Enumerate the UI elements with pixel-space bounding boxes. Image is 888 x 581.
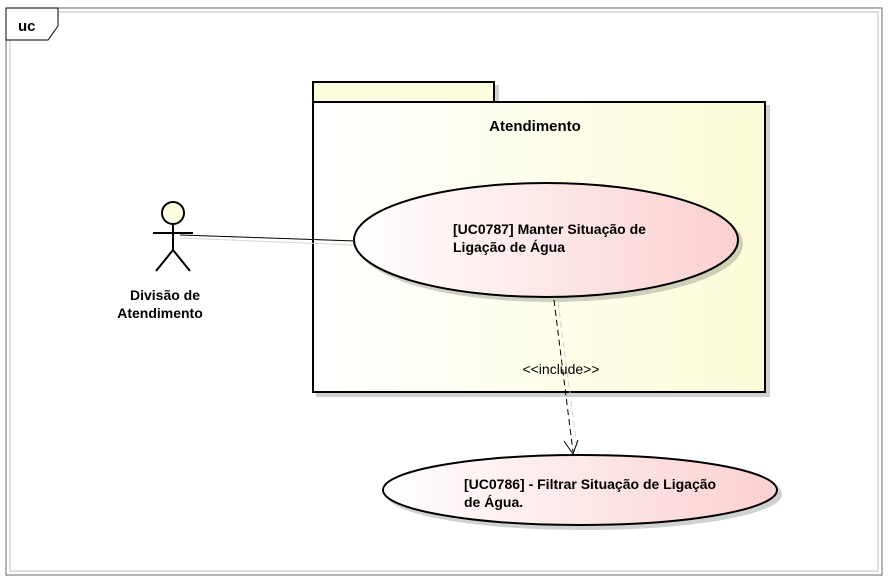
actor-head — [161, 201, 185, 225]
association-line — [179, 234, 357, 242]
use-case-uc0786-line2: de Água. — [464, 494, 523, 510]
include-stereotype: <<include>> — [522, 361, 599, 377]
use-case-uc0787[interactable] — [353, 182, 739, 298]
use-case-uc0786-line1: [UC0786] - Filtrar Situação de Ligação — [464, 476, 716, 492]
include-arrowhead — [563, 439, 579, 456]
actor-name-line1: Divisão de — [130, 287, 200, 303]
frame-tag: uc — [18, 18, 36, 35]
use-case-uc0786[interactable] — [382, 454, 778, 526]
package-title: Atendimento — [489, 118, 581, 135]
use-case-uc0787-line2: Ligação de Água — [453, 239, 565, 255]
use-case-uc0787-line1: [UC0787] Manter Situação de — [453, 221, 646, 237]
package-tab — [312, 81, 495, 103]
include-dependency[interactable] — [553, 299, 579, 456]
actor-name-line2: Atendimento — [117, 305, 203, 321]
actor-divisao-de-atendimento[interactable] — [153, 201, 193, 272]
